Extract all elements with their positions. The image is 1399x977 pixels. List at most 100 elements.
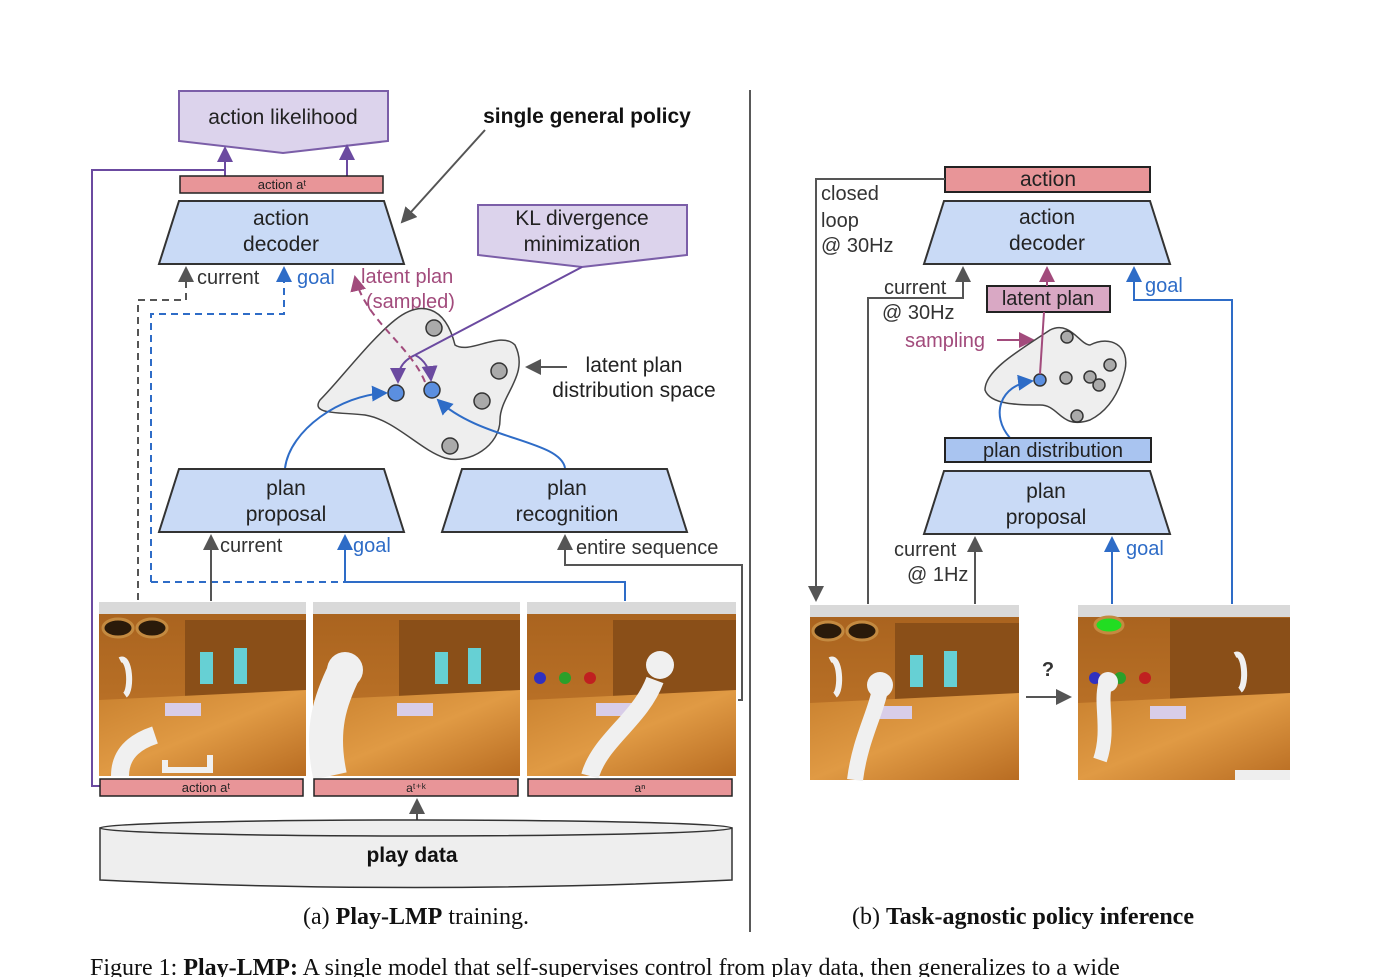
current-30hz-label-2: @ 30Hz bbox=[882, 302, 955, 324]
latent-plan-b-label: latent plan bbox=[1002, 288, 1094, 310]
action-likelihood-label: action likelihood bbox=[208, 106, 357, 129]
action-decoder-label-2: decoder bbox=[243, 233, 319, 256]
frame-goal-b bbox=[1078, 605, 1290, 780]
latent-dot bbox=[425, 319, 443, 337]
distribution-to-latent-arrow bbox=[998, 374, 1034, 439]
sample-to-latent-line bbox=[1039, 311, 1045, 375]
frame-1-label: action aᵗ bbox=[182, 780, 231, 795]
latent-dot bbox=[490, 362, 508, 380]
action-bar-label: action bbox=[1020, 168, 1076, 191]
action-at-bar bbox=[179, 175, 384, 194]
latent-plan-blob bbox=[317, 307, 520, 461]
closed-loop-label-1: closed bbox=[821, 183, 879, 205]
latent-space-label-2: distribution space bbox=[552, 379, 715, 402]
caption-a: (a) Play-LMP training. bbox=[303, 904, 529, 930]
latent-dot bbox=[473, 392, 491, 410]
latent-dot bbox=[441, 437, 459, 455]
goal-b2-label: goal bbox=[1126, 538, 1164, 560]
kl-arrow bbox=[414, 266, 583, 356]
closed-loop-line bbox=[808, 178, 945, 602]
likelihood-feedback-line bbox=[91, 169, 225, 787]
current-30hz-line bbox=[867, 266, 971, 604]
decoder-goal-label: goal bbox=[297, 267, 335, 289]
caption-b: (b) Task-agnostic policy inference bbox=[852, 904, 1194, 930]
closed-loop-label-3: @ 30Hz bbox=[821, 235, 894, 257]
goal-dashed-path bbox=[150, 266, 292, 582]
latent-space-label-1: latent plan bbox=[586, 354, 683, 377]
panel-b: action closed loop @ 30Hz action decoder… bbox=[808, 166, 1290, 930]
plan-proposal-b-label-1: plan bbox=[1026, 480, 1066, 503]
kl-label-1: KL divergence bbox=[515, 207, 648, 230]
plan-proposal-box bbox=[157, 468, 406, 533]
kl-arrow-right bbox=[414, 354, 438, 382]
kl-arrow-left bbox=[390, 354, 416, 384]
frame-3 bbox=[527, 602, 736, 779]
single-general-policy-label: single general policy bbox=[483, 105, 691, 128]
recognition-to-latent-arrow bbox=[436, 398, 566, 469]
frame-2-label: aᵗ⁺ᵏ bbox=[406, 781, 427, 795]
decoder-sampled-label: (sampled) bbox=[366, 291, 455, 313]
play-data-cylinder bbox=[99, 827, 733, 889]
frame-current-b bbox=[810, 605, 1019, 782]
recognition-sequence-arrow bbox=[557, 534, 743, 701]
single-policy-arrow bbox=[400, 129, 486, 224]
latent-dot-b bbox=[1092, 378, 1106, 392]
panel-a: action likelihood single general policy … bbox=[91, 90, 743, 930]
latent-dot-b bbox=[1070, 409, 1084, 423]
plan-distribution-label: plan distribution bbox=[983, 440, 1123, 462]
plan-proposal-b-label-2: proposal bbox=[1006, 506, 1087, 529]
play-data-top bbox=[99, 819, 733, 837]
frame-1 bbox=[99, 602, 306, 777]
plan-proposal-label-1: plan bbox=[266, 477, 306, 500]
closed-loop-label-2: loop bbox=[821, 210, 859, 232]
plan-recognition-label-1: plan bbox=[547, 477, 587, 500]
plan-proposal-label-2: proposal bbox=[246, 503, 327, 526]
kl-divergence-box bbox=[477, 204, 688, 269]
play-data-label: play data bbox=[366, 844, 457, 867]
latent-plan-box-b bbox=[986, 285, 1111, 313]
latent-dot-b bbox=[1059, 371, 1073, 385]
action-decoder-label-1: action bbox=[253, 207, 309, 230]
frame-3-label: aⁿ bbox=[634, 781, 645, 795]
action-at-bar-label: action aᵗ bbox=[258, 177, 307, 192]
latent-dot-proposal bbox=[387, 384, 405, 402]
action-decoder-box bbox=[157, 200, 406, 265]
plan-recognition-box bbox=[440, 468, 689, 533]
proposal-current-label: current bbox=[220, 535, 283, 557]
proposal-to-latent-arrow bbox=[284, 385, 388, 469]
figure-caption: Figure 1: Play-LMP: A single model that … bbox=[90, 955, 1120, 977]
decoder-latent-plan-label: latent plan bbox=[361, 266, 453, 288]
current-30hz-label-1: current bbox=[884, 277, 947, 299]
action-decoder-box-b bbox=[922, 200, 1172, 265]
action-likelihood-box bbox=[178, 90, 389, 155]
proposal-goal-arrow bbox=[337, 534, 626, 601]
goal-b-label: goal bbox=[1145, 275, 1183, 297]
current-1hz-label-1: current bbox=[894, 539, 957, 561]
question-mark: ? bbox=[1042, 659, 1054, 681]
latent-sampled-arrow bbox=[350, 275, 426, 383]
latent-dot-b bbox=[1103, 358, 1117, 372]
proposal-goal-label: goal bbox=[353, 535, 391, 557]
current-1hz-label-2: @ 1Hz bbox=[907, 564, 968, 586]
frame-2 bbox=[308, 602, 520, 780]
frame-3-label-bar bbox=[527, 778, 733, 797]
plan-proposal-box-b bbox=[922, 470, 1172, 535]
action-decoder-b-label-2: decoder bbox=[1009, 232, 1085, 255]
kl-label-2: minimization bbox=[524, 233, 641, 256]
entire-sequence-label: entire sequence bbox=[576, 537, 718, 559]
latent-dot-b bbox=[1083, 370, 1097, 384]
goal-30hz-line bbox=[1126, 266, 1233, 604]
latent-dot-b bbox=[1060, 330, 1074, 344]
latent-blob-b bbox=[984, 327, 1127, 423]
latent-dot-b-sample bbox=[1033, 373, 1047, 387]
action-decoder-b-label-1: action bbox=[1019, 206, 1075, 229]
decoder-current-label: current bbox=[197, 267, 260, 289]
latent-dot-recognition bbox=[423, 381, 441, 399]
current-dashed-path bbox=[137, 266, 194, 600]
frame-1-label-bar bbox=[99, 778, 304, 797]
sampling-label: sampling bbox=[905, 330, 985, 352]
plan-recognition-label-2: recognition bbox=[516, 503, 619, 526]
plan-distribution-box bbox=[944, 437, 1152, 463]
frame-2-label-bar bbox=[313, 778, 519, 797]
